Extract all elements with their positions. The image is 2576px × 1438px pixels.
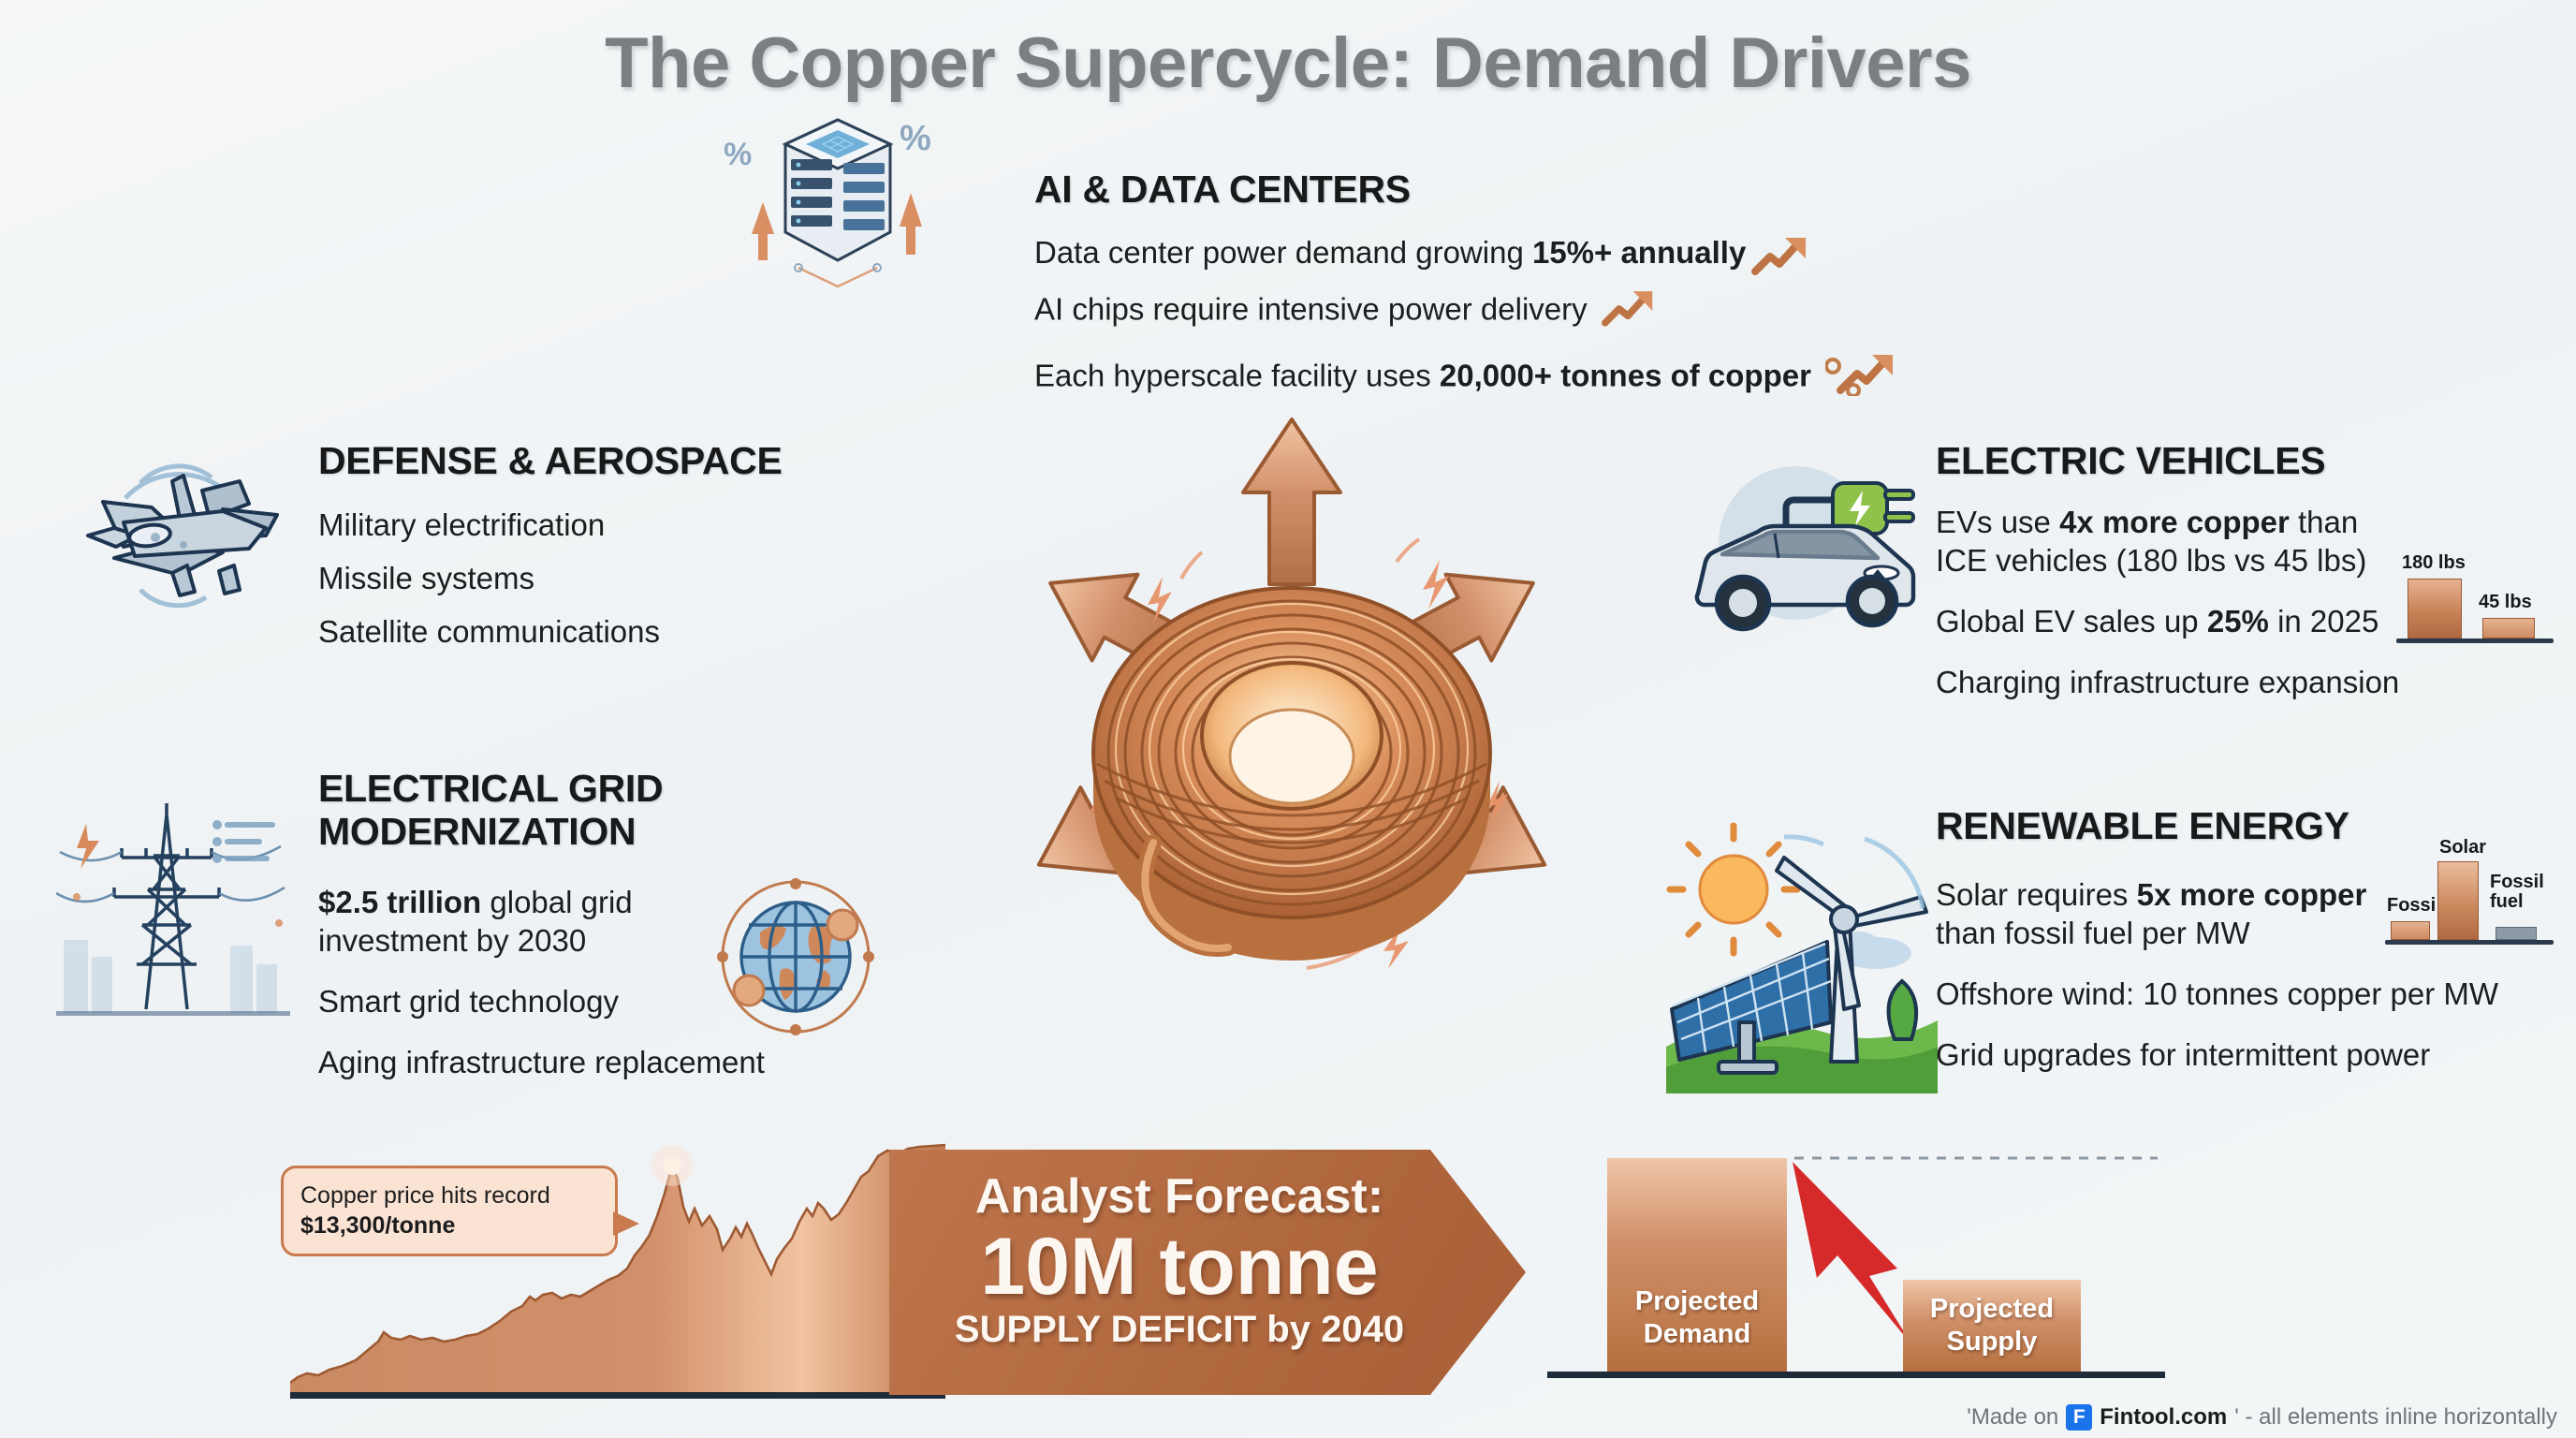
bar-fossil-fuel: [2496, 927, 2537, 940]
section-body-renewable-energy: Solar requires 5x more copper than fossi…: [1936, 861, 2499, 1075]
server-rack-icon: % %: [716, 103, 959, 300]
line-text-tail: than ICE vehicles (180 lbs vs 45 lbs): [1936, 505, 2367, 578]
bar-fossil-left: [2391, 921, 2430, 940]
forecast-line-1: Analyst Forecast:: [974, 1169, 1384, 1224]
line-text-tail: than fossil fuel per MW: [1936, 915, 2250, 950]
svg-text:%: %: [724, 137, 752, 172]
line-emphasis: 15%+ annually: [1531, 235, 1747, 270]
bullet-line: Each hyperscale facility uses 20,000+ to…: [1034, 351, 2027, 405]
bullet-line: Global EV sales up 25% in 2025: [1936, 603, 2385, 641]
fighter-jet-icon: [82, 449, 298, 613]
section-heading-electrical-grid-line1: ELECTRICAL GRID: [318, 767, 664, 810]
bullet-line: Aging infrastructure replacement: [318, 1044, 765, 1079]
line-text: EVs use: [1936, 505, 2060, 539]
bar-label-text: Fossil fuel: [2490, 872, 2544, 913]
chart-renewable-copper-per-mw: Fossi Solar Fossil fuel: [2385, 824, 2572, 946]
chart-supply-demand-gap: Projected Demand Projected Supply: [1540, 1137, 2176, 1404]
callout-emphasis: $13,300/tonne: [300, 1211, 456, 1239]
line-emphasis: 25%: [2206, 603, 2269, 638]
chart-baseline: [1547, 1372, 2165, 1378]
forecast-line-3: SUPPLY DEFICIT by 2040: [954, 1309, 1405, 1351]
footer-brand: Fintool.com: [2100, 1404, 2228, 1430]
deficit-arrow-icon: [1793, 1162, 1912, 1345]
bar-label-text: Projected Demand: [1634, 1286, 1760, 1350]
line-text: Solar requires: [1936, 877, 2137, 912]
line-text: Global EV sales up: [1936, 603, 2207, 638]
line-text: Each hyperscale facility uses: [1034, 358, 1440, 393]
bullet-line: Data center power demand growing 15%+ an…: [1034, 234, 2027, 275]
section-body-defense-aerospace: Military electrification Missile systems…: [318, 492, 660, 652]
bar-solar: [2437, 861, 2479, 940]
arrow-up: [1241, 418, 1342, 586]
chart-baseline: [2385, 940, 2554, 945]
trend-up-icon: [1751, 234, 1809, 285]
line-text-tail: global grid investment by 2030: [318, 885, 633, 958]
bar-projected-demand: Projected Demand: [1607, 1158, 1787, 1372]
callout-text: Copper price hits record: [300, 1182, 550, 1209]
line-emphasis: $2.5 trillion: [318, 885, 482, 919]
line-text-tail: in 2025: [2268, 603, 2379, 638]
line-emphasis: 5x more copper: [2136, 877, 2367, 912]
bullet-line: Offshore wind: 10 tonnes copper per MW: [1936, 976, 2499, 1011]
solar-wind-icon: [1666, 822, 1938, 1098]
bullet-line: Charging infrastructure expansion: [1936, 664, 2400, 699]
line-emphasis: 4x more copper: [2059, 505, 2290, 539]
footer-attribution: 'Made on F Fintool.com ' - all elements …: [1967, 1404, 2557, 1431]
section-body-ai-data-centers: Data center power demand growing 15%+ an…: [1034, 219, 2027, 405]
bar-label-fossil-left: Fossi: [2387, 895, 2437, 916]
chart-copper-price-history: [289, 1137, 946, 1400]
section-heading-ai-data-centers: AI & DATA CENTERS: [1034, 168, 1411, 211]
price-record-callout: Copper price hits record $13,300/tonne: [281, 1166, 639, 1256]
bullet-line: Satellite communications: [318, 613, 660, 649]
line-text: Data center power demand growing: [1034, 235, 1532, 270]
bar-ice: [2482, 618, 2535, 638]
bullet-line: EVs use 4x more copper than ICE vehicles…: [1936, 504, 2385, 580]
bar-label-solar: Solar: [2439, 837, 2487, 858]
callout-tail: [613, 1211, 639, 1236]
fintool-logo-icon: F: [2066, 1404, 2093, 1431]
footer-suffix: ' - all elements inline horizontally: [2234, 1404, 2557, 1430]
section-heading-electric-vehicles: ELECTRIC VEHICLES: [1936, 439, 2326, 482]
section-heading-defense-aerospace: DEFENSE & AEROSPACE: [318, 439, 783, 482]
copper-demand-hub: [917, 403, 1666, 1039]
footer-prefix: 'Made on: [1967, 1404, 2059, 1430]
trend-up-icon: [1601, 287, 1656, 336]
bar-label-ice: 45 lbs: [2479, 592, 2532, 612]
chart-ev-copper-comparison: 180 lbs 45 lbs: [2396, 552, 2565, 651]
bar-ev: [2408, 579, 2462, 638]
bullet-line: AI chips require intensive power deliver…: [1034, 287, 2027, 336]
page-title: The Copper Supercycle: Demand Drivers: [605, 23, 1971, 103]
bullet-line: Military electrification: [318, 507, 606, 542]
bar-label-fossil-fuel: Fossil fuel: [2490, 872, 2572, 913]
bullet-line: $2.5 trillion global grid investment by …: [318, 884, 693, 961]
section-heading-renewable-energy: RENEWABLE ENERGY: [1936, 804, 2349, 847]
section-heading-electrical-grid-line2: MODERNIZATION: [318, 810, 637, 853]
electric-car-icon: [1685, 453, 1956, 645]
globe-network-icon: [711, 873, 880, 1046]
copper-wire-coil-icon: [1091, 586, 1492, 961]
bullet-line: Solar requires 5x more copper than fossi…: [1936, 876, 2404, 953]
line-text: AI chips require intensive power deliver…: [1034, 291, 1588, 327]
bar-label-ev: 180 lbs: [2402, 552, 2466, 573]
section-body-electrical-grid: $2.5 trillion global grid investment by …: [318, 869, 765, 1082]
bar-label-text: Projected Supply: [1929, 1294, 2055, 1357]
transmission-tower-icon: [55, 800, 290, 1029]
svg-text:%: %: [900, 119, 931, 158]
bar-label-projected-demand: Projected Demand: [1607, 1285, 1787, 1351]
trend-up-circles-icon: [1824, 351, 1898, 405]
analyst-forecast-banner: Analyst Forecast: 10M tonne SUPPLY DEFIC…: [889, 1150, 1526, 1395]
forecast-line-2: 10M tonne: [980, 1222, 1379, 1312]
line-emphasis: 20,000+ tonnes of copper: [1439, 358, 1811, 393]
spark-icons: [1090, 537, 1508, 970]
bar-projected-supply: Projected Supply: [1903, 1280, 2081, 1372]
bullet-line: Grid upgrades for intermittent power: [1936, 1036, 2431, 1072]
chart-baseline: [2396, 638, 2554, 643]
bar-label-projected-supply: Projected Supply: [1903, 1293, 2081, 1358]
bullet-line: Smart grid technology: [318, 983, 619, 1019]
section-body-electric-vehicles: EVs use 4x more copper than ICE vehicles…: [1936, 489, 2400, 702]
bullet-line: Missile systems: [318, 560, 535, 595]
